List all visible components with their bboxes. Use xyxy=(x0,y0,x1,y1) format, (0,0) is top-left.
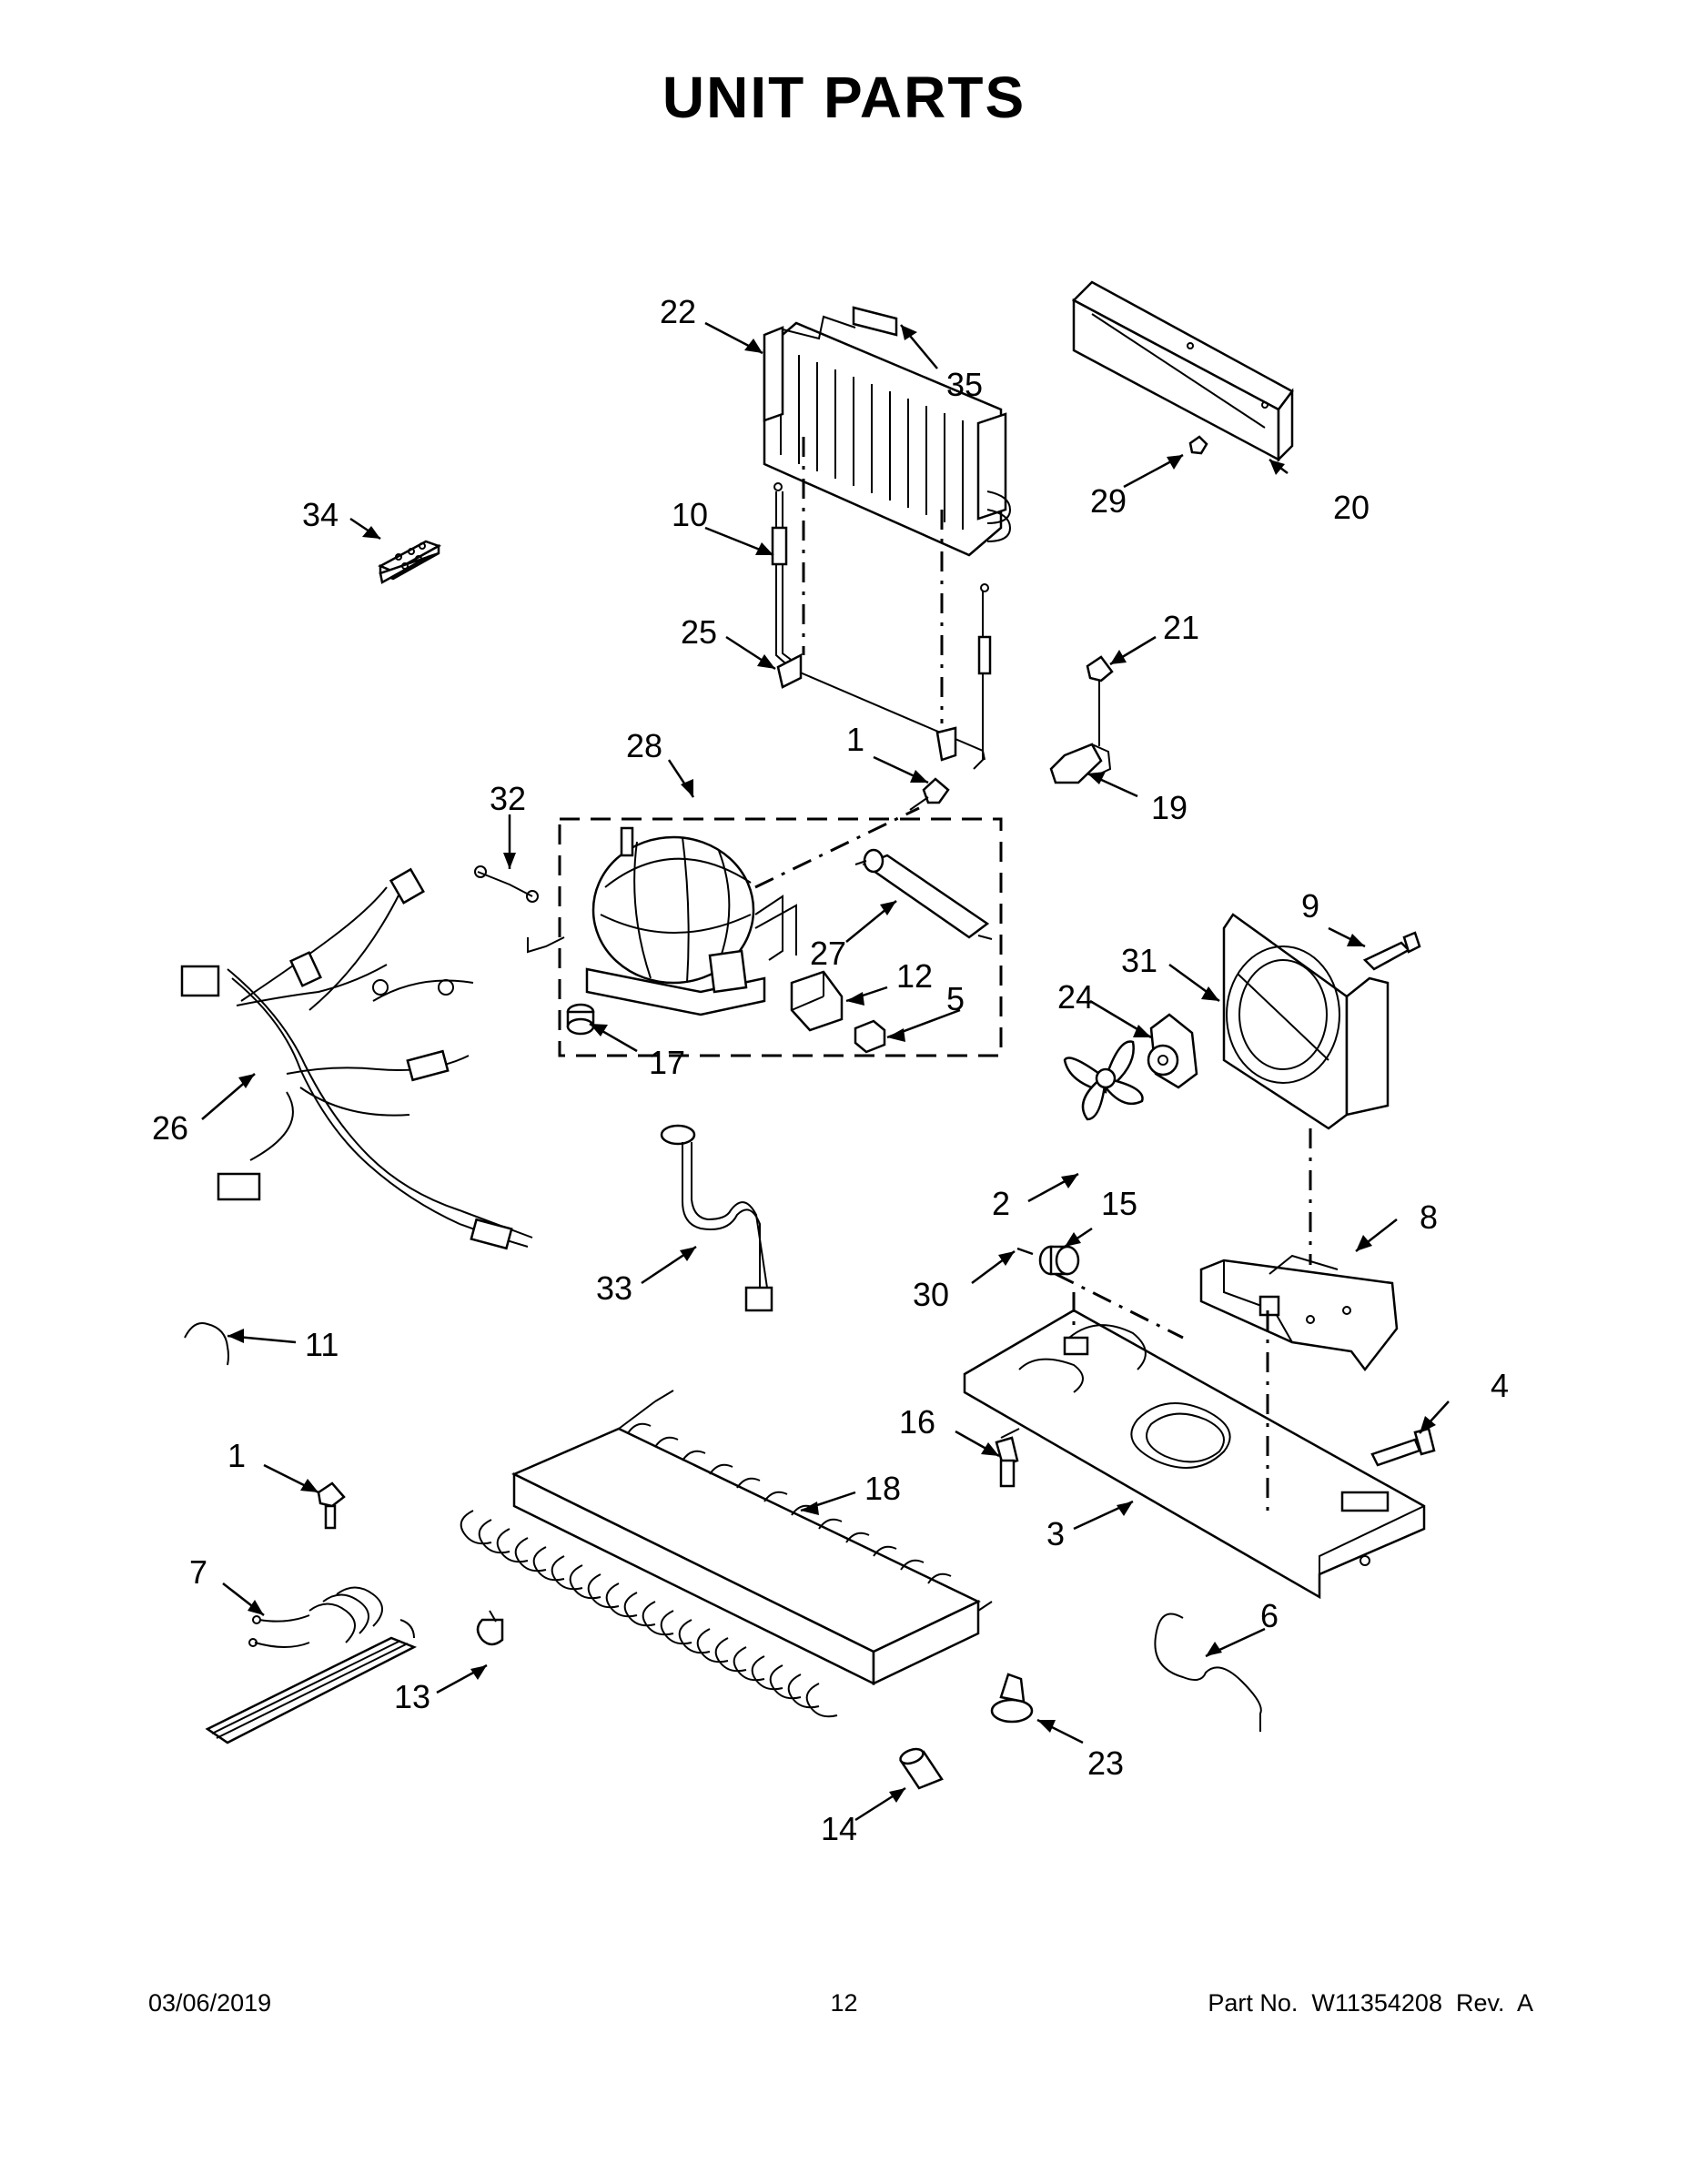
footer-part-number: Part No. W11354208 Rev. A xyxy=(1208,1989,1533,2017)
ground-wire-part xyxy=(474,865,565,954)
callout-15: 15 xyxy=(1101,1185,1137,1222)
callout-32: 32 xyxy=(490,780,526,817)
callout-21: 21 xyxy=(1163,609,1199,646)
callout-33: 33 xyxy=(596,1269,632,1307)
leader-arrowheads xyxy=(227,325,1436,1803)
grommet-15-part xyxy=(1038,1245,1080,1276)
fitting-23-part xyxy=(990,1673,1034,1724)
callout-35: 35 xyxy=(946,366,983,403)
callout-4: 4 xyxy=(1491,1367,1509,1404)
callout-22: 22 xyxy=(660,293,696,330)
callout-1b: 1 xyxy=(227,1437,246,1474)
callout-29: 29 xyxy=(1090,482,1127,520)
overload-cap-part xyxy=(854,1019,886,1054)
callout-17: 17 xyxy=(649,1044,685,1081)
callout-16: 16 xyxy=(899,1403,935,1441)
footer-page-number: 12 xyxy=(830,1989,858,2017)
process-valve-part xyxy=(909,777,950,811)
pin-30-part xyxy=(1016,1247,1034,1256)
alignment-line xyxy=(754,806,920,889)
callout-12: 12 xyxy=(896,957,933,995)
callout-7: 7 xyxy=(189,1553,207,1591)
wire-6-part xyxy=(1154,1613,1262,1732)
screw-16-part xyxy=(995,1436,1019,1488)
callout-6: 6 xyxy=(1260,1597,1279,1634)
fan-bracket-part xyxy=(1199,1254,1399,1372)
callout-34: 34 xyxy=(302,496,339,533)
callout-19: 19 xyxy=(1151,789,1188,826)
screw-1b-part xyxy=(317,1481,346,1530)
control-board-part xyxy=(378,540,442,584)
drain-tube-part xyxy=(660,1124,773,1312)
callout-20: 20 xyxy=(1333,489,1370,526)
callout-26: 26 xyxy=(152,1109,188,1147)
screw-9-part xyxy=(1362,931,1421,971)
sleeve-14-part xyxy=(899,1747,944,1790)
wire-harness-part xyxy=(180,867,533,1250)
callout-23: 23 xyxy=(1087,1744,1124,1782)
filter-drier-part xyxy=(854,848,993,940)
callout-14: 14 xyxy=(821,1810,857,1847)
callout-13: 13 xyxy=(394,1678,430,1715)
fan-motor-part xyxy=(1147,1013,1198,1089)
callout-28: 28 xyxy=(626,727,662,764)
wire-harness-7-part xyxy=(205,1586,418,1744)
screw-21-part xyxy=(1086,655,1114,746)
wire-11-part xyxy=(184,1322,229,1366)
callout-24: 24 xyxy=(1057,978,1094,1016)
grommet-17-part xyxy=(566,1003,595,1036)
fan-shroud-part xyxy=(1222,913,1390,1130)
heater-tube-part xyxy=(771,482,992,770)
drain-cover-part xyxy=(1071,280,1294,463)
callout-5: 5 xyxy=(946,980,965,1017)
fan-blade-part xyxy=(1063,1040,1144,1121)
compressor-part xyxy=(585,826,797,1016)
screw-29-part xyxy=(1188,435,1208,455)
relay-part xyxy=(790,970,844,1032)
evaporator-coil-part xyxy=(460,1390,993,1718)
callout-1a: 1 xyxy=(846,721,864,758)
callout-18: 18 xyxy=(864,1470,901,1507)
clip-13-part xyxy=(476,1610,504,1646)
compressor-assembly-outline xyxy=(558,817,1003,1057)
insulation-pad-part xyxy=(852,306,898,337)
callout-8: 8 xyxy=(1420,1198,1438,1236)
condenser-part xyxy=(763,315,1012,557)
base-plate-part xyxy=(963,1309,1426,1600)
callout-30: 30 xyxy=(913,1276,949,1313)
callout-10: 10 xyxy=(672,496,708,533)
callout-2: 2 xyxy=(992,1185,1010,1222)
callout-27: 27 xyxy=(810,935,846,972)
screw-4-part xyxy=(1370,1427,1436,1467)
callout-3: 3 xyxy=(1046,1515,1065,1552)
callout-9: 9 xyxy=(1301,887,1319,925)
page-title: UNIT PARTS xyxy=(662,65,1026,130)
footer-date: 03/06/2019 xyxy=(148,1989,272,2017)
alignment-line xyxy=(1055,1272,1184,1340)
callout-11: 11 xyxy=(305,1326,339,1363)
callout-25: 25 xyxy=(681,613,717,651)
callout-31: 31 xyxy=(1121,942,1157,979)
